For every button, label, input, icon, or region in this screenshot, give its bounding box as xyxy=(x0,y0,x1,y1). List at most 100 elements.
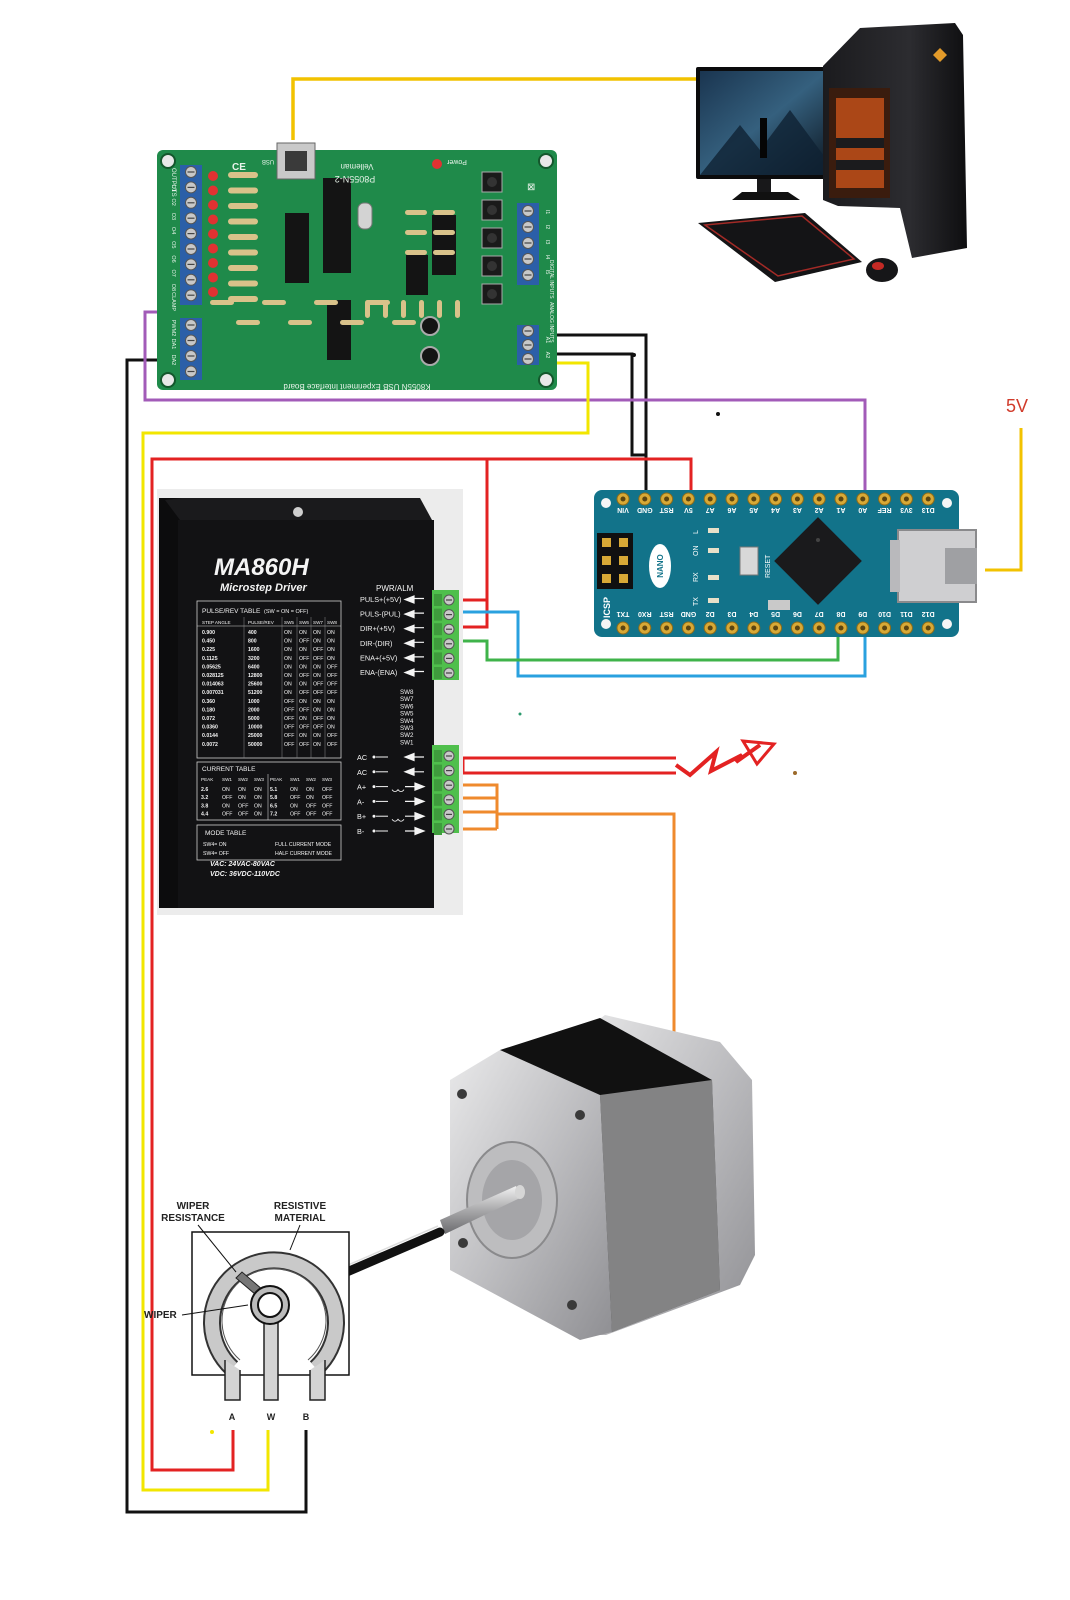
pot-pin-label-w: W xyxy=(267,1412,276,1422)
pot-shaft-inner xyxy=(257,1292,283,1318)
k8055-board: P8055N-2 Velleman USB Power K8055N USB E… xyxy=(157,142,557,391)
output-leds xyxy=(208,171,218,297)
stepper-motor xyxy=(440,1015,755,1340)
input-arrow-icon xyxy=(403,609,424,619)
pulse-table-cell: 1600 xyxy=(248,647,260,653)
switch-label: SW8 xyxy=(400,689,414,696)
current-table-header: SW2 xyxy=(238,777,248,782)
terminal-slot xyxy=(434,750,442,762)
resistor xyxy=(228,172,258,178)
power-5v-label: 5V xyxy=(1006,396,1028,416)
terminal-label: A2 xyxy=(544,352,550,359)
terminal-screws xyxy=(434,594,455,835)
signal-label: DIR-(DIR) xyxy=(360,639,392,648)
stray-dot xyxy=(793,771,797,775)
terminal-slot xyxy=(434,667,442,679)
output-led xyxy=(208,185,218,196)
input-arrow-icon xyxy=(403,653,424,663)
resistor xyxy=(419,300,424,318)
pulse-table-header: STEP ANGLE xyxy=(202,620,231,625)
header-pin-hole xyxy=(707,496,713,502)
ce-mark: CE xyxy=(232,162,246,173)
header-pin-hole xyxy=(882,496,888,502)
terminal-label: O8 xyxy=(170,284,176,291)
board-power-text: Power xyxy=(446,158,467,165)
nano-top-header xyxy=(616,492,935,506)
monitor-base xyxy=(732,192,800,200)
mounting-hole xyxy=(538,372,554,388)
motor-bolt xyxy=(457,1089,467,1099)
current-table-cell: ON xyxy=(306,787,314,793)
current-table-cell: ON xyxy=(254,787,262,793)
power-led xyxy=(432,159,442,169)
current-table-cell: OFF xyxy=(222,812,232,818)
pulse-table-cell: 25000 xyxy=(248,733,263,739)
terminal-label: I1 xyxy=(544,210,550,215)
output-led xyxy=(208,272,218,283)
output-arrow-icon xyxy=(405,782,426,791)
current-table-cell: OFF xyxy=(322,795,332,801)
header-pin-hole xyxy=(860,625,866,631)
pulse-table-cell: 0.05625 xyxy=(202,664,221,670)
power-label: AC xyxy=(357,753,367,762)
icsp-pins xyxy=(602,538,628,583)
current-table-cell: 5.1 xyxy=(270,787,277,793)
pulse-table-cell: OFF xyxy=(284,725,294,731)
nano-pin-label: A0 xyxy=(858,506,867,513)
pulse-table-cell: 2000 xyxy=(248,707,260,713)
current-table-cell: 4.4 xyxy=(201,812,208,818)
pulse-table-header: PULSE/REV xyxy=(248,620,275,625)
terminal-slot xyxy=(434,779,442,792)
label-wiper: WIPER xyxy=(144,1310,178,1321)
ic-chip xyxy=(323,178,351,273)
pulse-table-cell: 0.180 xyxy=(202,707,215,713)
pulse-table-cell: OFF xyxy=(299,673,309,679)
current-table-cell: ON xyxy=(222,787,230,793)
led-l xyxy=(708,528,719,533)
pulse-table-cell: 3200 xyxy=(248,656,260,662)
pulse-table-cell: OFF xyxy=(327,664,337,670)
terminal-label: I4 xyxy=(544,255,550,260)
pulse-table-cell: 0.007031 xyxy=(202,690,224,696)
header-pin-hole xyxy=(794,625,800,631)
header-pin-hole xyxy=(838,625,844,631)
terminal-slot xyxy=(434,594,442,606)
header-pin-hole xyxy=(620,496,626,502)
coil-icon xyxy=(391,788,405,792)
terminal-slot xyxy=(434,652,442,665)
mode-table-cell: FULL CURRENT MODE xyxy=(275,842,332,848)
resistor xyxy=(433,210,455,215)
mounting-hole xyxy=(538,153,554,169)
ma860h-driver: MA860H Microstep Driver PWR/ALM PULSE/RE… xyxy=(157,489,463,915)
tower-gpu xyxy=(836,138,884,148)
pulse-table-cell: 12800 xyxy=(248,673,263,679)
reset-button[interactable] xyxy=(739,546,759,576)
pulse-table-cell: OFF xyxy=(284,716,294,722)
label-wiper-resistance-2: RESISTANCE xyxy=(161,1213,225,1224)
nano-hole xyxy=(942,498,952,508)
output-led xyxy=(208,258,218,268)
pulse-table-cell: OFF xyxy=(327,690,337,696)
led-on xyxy=(708,548,719,553)
current-table-cell: ON xyxy=(222,803,230,809)
wire-usb-cable xyxy=(291,77,697,140)
nano-bottom-header xyxy=(616,621,935,635)
terminal-screws xyxy=(185,166,197,378)
pushbutton-cap xyxy=(487,177,497,187)
current-table-cell: 7.2 xyxy=(270,812,277,818)
mode-table-cell: SW4= ON xyxy=(203,842,227,848)
terminal-label: A1 xyxy=(544,337,550,344)
pot-pin-label-b: B xyxy=(303,1412,310,1422)
nano-hole xyxy=(601,498,611,508)
header-pin-hole xyxy=(838,496,844,502)
current-table-cell: OFF xyxy=(306,812,316,818)
terminal-slot xyxy=(434,808,442,821)
output-led xyxy=(208,287,218,297)
pulse-table-cell: 25600 xyxy=(248,682,263,688)
pulse-table-cell: ON xyxy=(327,647,335,653)
terminal-slot xyxy=(434,823,442,835)
keyboard-backlight xyxy=(702,215,856,277)
ic-chip xyxy=(432,215,456,275)
